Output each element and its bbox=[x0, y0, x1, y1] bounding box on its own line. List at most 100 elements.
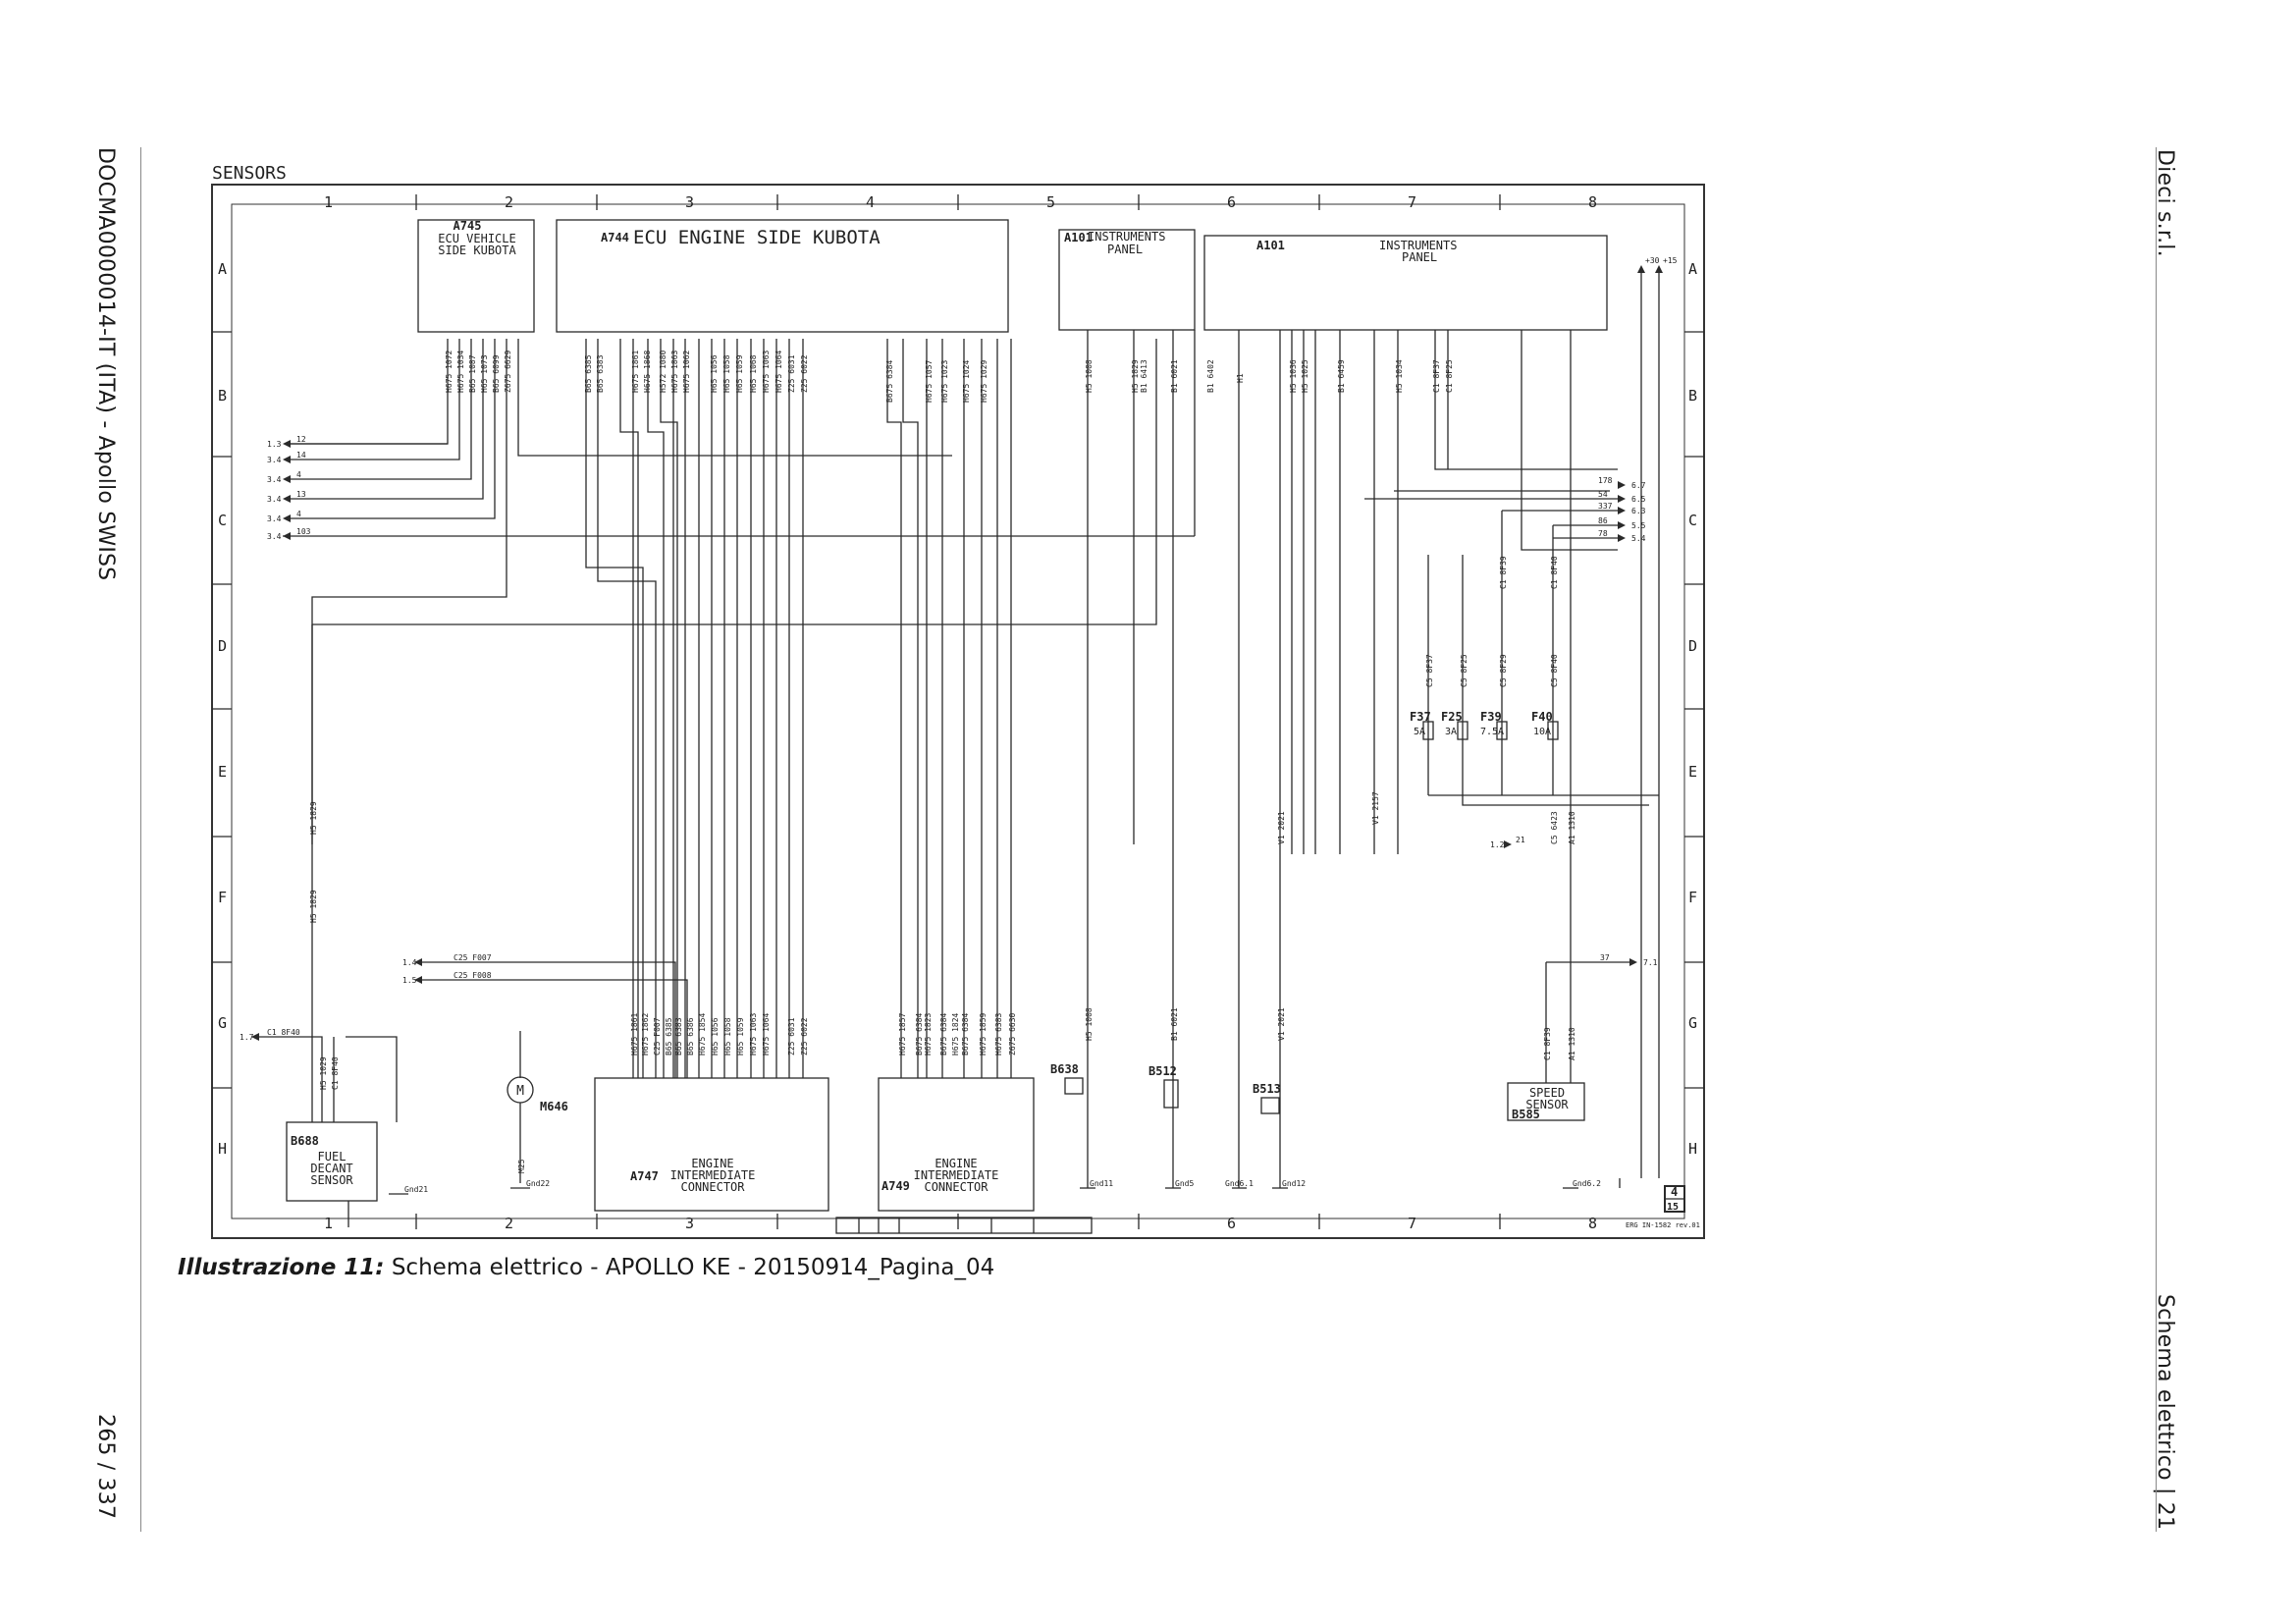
row-label-a: A bbox=[218, 260, 227, 278]
wire-label: H65 1073 bbox=[480, 354, 489, 393]
row-label-f: F bbox=[218, 889, 227, 906]
ground-4: Gnd6.1 bbox=[1225, 1179, 1254, 1188]
wire-label: H1 bbox=[1236, 373, 1245, 383]
wire-label: A1 1310 bbox=[1568, 811, 1576, 844]
wire-label: H675 1859 bbox=[979, 1012, 988, 1056]
row-label-b: B bbox=[218, 387, 227, 405]
b585-name-2: SENSOR bbox=[1525, 1098, 1569, 1111]
a749-ref: A749 bbox=[881, 1179, 910, 1193]
wire-label: V1 2157 bbox=[1371, 791, 1380, 825]
wire-label: H5 1036 bbox=[1289, 359, 1298, 393]
ref-m14: 1.4 bbox=[402, 958, 417, 967]
wire-label: B65 6099 bbox=[492, 354, 501, 393]
revision-code: ERG IN-1582 rev.01 bbox=[1626, 1221, 1700, 1229]
ref-g71: 7.1 bbox=[1643, 958, 1658, 967]
wire-label: H65 1058 bbox=[722, 354, 731, 393]
ground-0: Gnd21 bbox=[404, 1185, 428, 1194]
wire-label: H5 1034 bbox=[1395, 359, 1404, 393]
wire-label: H675 1857 bbox=[898, 1012, 907, 1056]
col-label-2-bottom: 2 bbox=[505, 1215, 513, 1232]
left-rule bbox=[140, 147, 141, 1532]
a745-name-1: ECU VEHICLE bbox=[438, 232, 515, 245]
col-label-6: 6 bbox=[1227, 193, 1236, 211]
a101a-ref: A101 bbox=[1064, 231, 1093, 244]
f39-value: 7.5A bbox=[1480, 727, 1504, 737]
b688-name-1: FUEL bbox=[318, 1150, 347, 1164]
ref-e12: 1.2 bbox=[1490, 840, 1505, 849]
caption-label: Illustrazione 11: bbox=[178, 1255, 385, 1280]
ref-e12-wire: 21 bbox=[1516, 836, 1525, 844]
row-label-b-right: B bbox=[1688, 387, 1697, 405]
f40-value: 10A bbox=[1533, 727, 1551, 737]
wire-label: Z25 6022 bbox=[800, 1017, 809, 1056]
a747-ref: A747 bbox=[630, 1169, 659, 1183]
row-label-g-right: G bbox=[1688, 1014, 1697, 1032]
right-ref-3: 5.5 bbox=[1631, 521, 1646, 530]
a101b-ref: A101 bbox=[1256, 239, 1285, 252]
ref-m15: 1.5 bbox=[402, 976, 417, 985]
b513-ref: B513 bbox=[1253, 1082, 1281, 1096]
wire-label: V1 2021 bbox=[1277, 1007, 1286, 1041]
f39-ref: F39 bbox=[1480, 710, 1502, 724]
wire-label: C5 8F29 bbox=[1499, 654, 1508, 687]
right-rule bbox=[2156, 147, 2157, 1532]
left-ref-wire-1: 14 bbox=[296, 451, 306, 460]
wire-label: C1 8F25 bbox=[1445, 359, 1454, 393]
wire-label: H675 1029 bbox=[980, 359, 988, 403]
b688-name-3: SENSOR bbox=[310, 1173, 353, 1187]
wire-label: H675 1057 bbox=[925, 359, 934, 403]
col-label-1-bottom: 1 bbox=[324, 1215, 333, 1232]
a747-name-1: ENGINE bbox=[691, 1157, 733, 1170]
a747-name-2: INTERMEDIATE bbox=[670, 1168, 756, 1182]
right-ref-0: 6.7 bbox=[1631, 481, 1646, 490]
wire-label: C25 F007 bbox=[454, 953, 492, 962]
right-ref-wire-2: 337 bbox=[1598, 502, 1613, 511]
wire-label: H675 1063 bbox=[749, 1012, 758, 1056]
wire-label: B1 6459 bbox=[1337, 359, 1346, 393]
wire-label: B65 6383 bbox=[596, 354, 605, 393]
wire-label: H675 1024 bbox=[962, 359, 971, 403]
a101a-name-2: PANEL bbox=[1107, 243, 1143, 256]
wire-label: M25 bbox=[517, 1159, 526, 1173]
row-label-d-right: D bbox=[1688, 637, 1697, 655]
left-ref-wire-4: 4 bbox=[296, 510, 301, 518]
wire-label: H675 1854 bbox=[698, 1012, 707, 1056]
wire-label: Z25 6031 bbox=[787, 354, 796, 393]
wire-label: B65 1087 bbox=[468, 354, 477, 393]
a745-ref: A745 bbox=[454, 219, 482, 233]
col-label-8-bottom: 8 bbox=[1588, 1215, 1597, 1232]
right-ref-1: 6.5 bbox=[1631, 495, 1646, 504]
right-ref-4: 5.4 bbox=[1631, 534, 1646, 543]
col-label-3: 3 bbox=[685, 193, 694, 211]
wire-label: H5 1829 bbox=[309, 890, 318, 923]
wire-label: H5 1829 bbox=[309, 801, 318, 835]
wire-label: H675 1062 bbox=[682, 350, 691, 393]
wire-label: H675 1861 bbox=[630, 1012, 639, 1056]
wire-label: H572 1080 bbox=[659, 350, 667, 393]
wire-label: H675 1064 bbox=[774, 350, 783, 393]
wire-label: H675 1863 bbox=[670, 350, 679, 393]
wire-label: H65 1059 bbox=[735, 354, 744, 393]
wire-label: H5 1829 bbox=[1131, 359, 1140, 393]
f25-value: 3A bbox=[1445, 727, 1457, 737]
b512-ref: B512 bbox=[1148, 1064, 1177, 1078]
wire-label: A1 1310 bbox=[1568, 1027, 1576, 1060]
left-ref-wire-0: 12 bbox=[296, 435, 306, 444]
wire-label: H65 1056 bbox=[710, 354, 719, 393]
wire-label: H5 1008 bbox=[1085, 359, 1094, 393]
left-ref-0: 1.3 bbox=[267, 440, 282, 449]
left-ref-4: 3.4 bbox=[267, 514, 282, 523]
figure-caption: Illustrazione 11: Schema elettrico - APO… bbox=[178, 1255, 994, 1280]
ground-1: Gnd22 bbox=[526, 1179, 550, 1188]
col-label-2: 2 bbox=[505, 193, 513, 211]
wire-label: C25 F007 bbox=[653, 1017, 662, 1056]
row-label-c-right: C bbox=[1688, 512, 1697, 529]
left-ref-1: 3.4 bbox=[267, 456, 282, 464]
wire-label: B1 6413 bbox=[1140, 359, 1148, 393]
wire-label: C1 8F37 bbox=[1432, 359, 1441, 393]
right-ref-2: 6.3 bbox=[1631, 507, 1646, 515]
wire-label: H5 1029 bbox=[319, 1056, 328, 1090]
col-label-6-bottom: 6 bbox=[1227, 1215, 1236, 1232]
wire-label: H675 1023 bbox=[940, 359, 949, 403]
